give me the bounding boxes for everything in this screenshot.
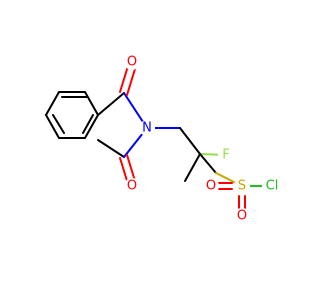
- atom-label-cl: Cl: [266, 179, 279, 194]
- atom-o-sulfonyl-left: O: [203, 178, 219, 194]
- atom-n: N: [139, 120, 155, 136]
- atom-label-layer: O O N F S O O Cl: [124, 54, 282, 224]
- ring-inner-bond-2: [52, 114, 65, 134]
- c1-ring-bond: [97, 92, 125, 116]
- molecule-structure: O O N F S O O Cl: [45, 54, 282, 224]
- atom-label-o-bottom: O: [127, 179, 137, 194]
- bond-layer: [45, 65, 265, 209]
- ring-bond-6: [84, 114, 99, 139]
- atom-o-top: O: [124, 54, 140, 70]
- atom-cl: Cl: [262, 176, 282, 196]
- c2-ring-bond: [97, 139, 125, 158]
- atom-o-bottom: O: [124, 178, 140, 194]
- carbonyl-top-1: [119, 65, 129, 93]
- ring-bond-1: [84, 91, 99, 116]
- ch2-cq-bond: [179, 127, 201, 155]
- atom-label-s: S: [238, 179, 246, 194]
- ring-inner-bond-3: [82, 114, 94, 134]
- carbonyl-bottom-1: [119, 157, 129, 185]
- atom-label-o-top: O: [127, 55, 137, 70]
- cq-ch2s-bond: [199, 153, 217, 174]
- atom-f: F: [218, 147, 234, 163]
- atom-label-o-sulfonyl-bottom: O: [237, 209, 247, 224]
- atom-o-sulfonyl-bottom: O: [234, 208, 250, 224]
- cq-me-bond: [184, 153, 201, 182]
- ring-bond-3: [45, 91, 60, 116]
- atom-s: S: [234, 178, 250, 194]
- carbonyl-bottom-2: [126, 154, 136, 182]
- atom-label-n: N: [142, 121, 152, 136]
- carbonyl-top-2: [126, 68, 136, 96]
- atom-label-o-sulfonyl-left: O: [206, 179, 216, 194]
- ring-bond-4: [45, 114, 60, 139]
- atom-label-f: F: [222, 148, 229, 163]
